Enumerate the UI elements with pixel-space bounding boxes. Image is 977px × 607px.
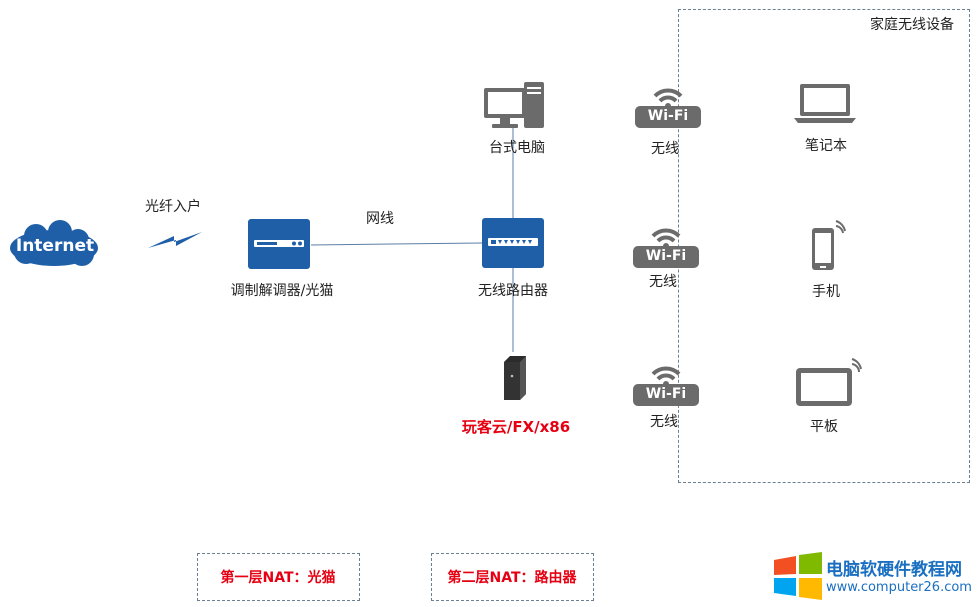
wifi-label-2: 无线 [649, 274, 677, 290]
wifi-icon [633, 366, 699, 406]
nat-layer-2-box [431, 553, 594, 601]
smartphone-label: 手机 [812, 284, 840, 300]
wifi-badge-2 [633, 220, 699, 268]
nat-layer-2-label: 第二层NAT：路由器 [447, 570, 577, 586]
tablet-icon [796, 358, 862, 406]
desktop-label: 台式电脑 [489, 140, 545, 156]
wifi-icon [635, 88, 701, 128]
nat-layer-1-box [197, 553, 360, 601]
wifi-icon [633, 228, 699, 268]
desktop-computer-icon [484, 82, 544, 128]
modem-router-cable [310, 242, 483, 246]
tablet-label: 平板 [810, 419, 838, 435]
cable-label: 网线 [366, 211, 394, 227]
internet-cloud-icon [10, 220, 98, 266]
lightning-icon [148, 232, 202, 248]
fiber-label: 光纤入户 [145, 199, 201, 215]
wifi-label-3: 无线 [650, 414, 678, 430]
home-group-title: 家庭无线设备 [870, 17, 954, 33]
wifi-label-1: 无线 [651, 141, 679, 157]
internet-label: Internet [15, 236, 95, 256]
nas-label: 玩客云/FX/x86 [461, 418, 571, 436]
wifi-badge-3 [633, 358, 699, 406]
laptop-label: 笔记本 [805, 138, 847, 154]
wifi-badge-3-text: Wi-Fi [645, 386, 687, 402]
server-tower-icon [504, 356, 526, 400]
wifi-badge-1-text: Wi-Fi [647, 108, 689, 124]
laptop-icon [794, 84, 856, 123]
wifi-badge-1 [635, 80, 701, 128]
watermark-title: 电脑软硬件教程网 [826, 560, 962, 580]
modem-label: 调制解调器/光猫 [230, 283, 334, 299]
windows-logo-icon [774, 552, 822, 600]
smartphone-icon [812, 220, 846, 270]
router-label: 无线路由器 [478, 283, 548, 299]
nat-layer-1-label: 第一层NAT：光猫 [220, 570, 336, 586]
router-icon [482, 218, 544, 268]
wifi-badge-2-text: Wi-Fi [645, 248, 687, 264]
watermark-url: www.computer26.com [826, 580, 972, 595]
modem-icon [248, 219, 310, 269]
